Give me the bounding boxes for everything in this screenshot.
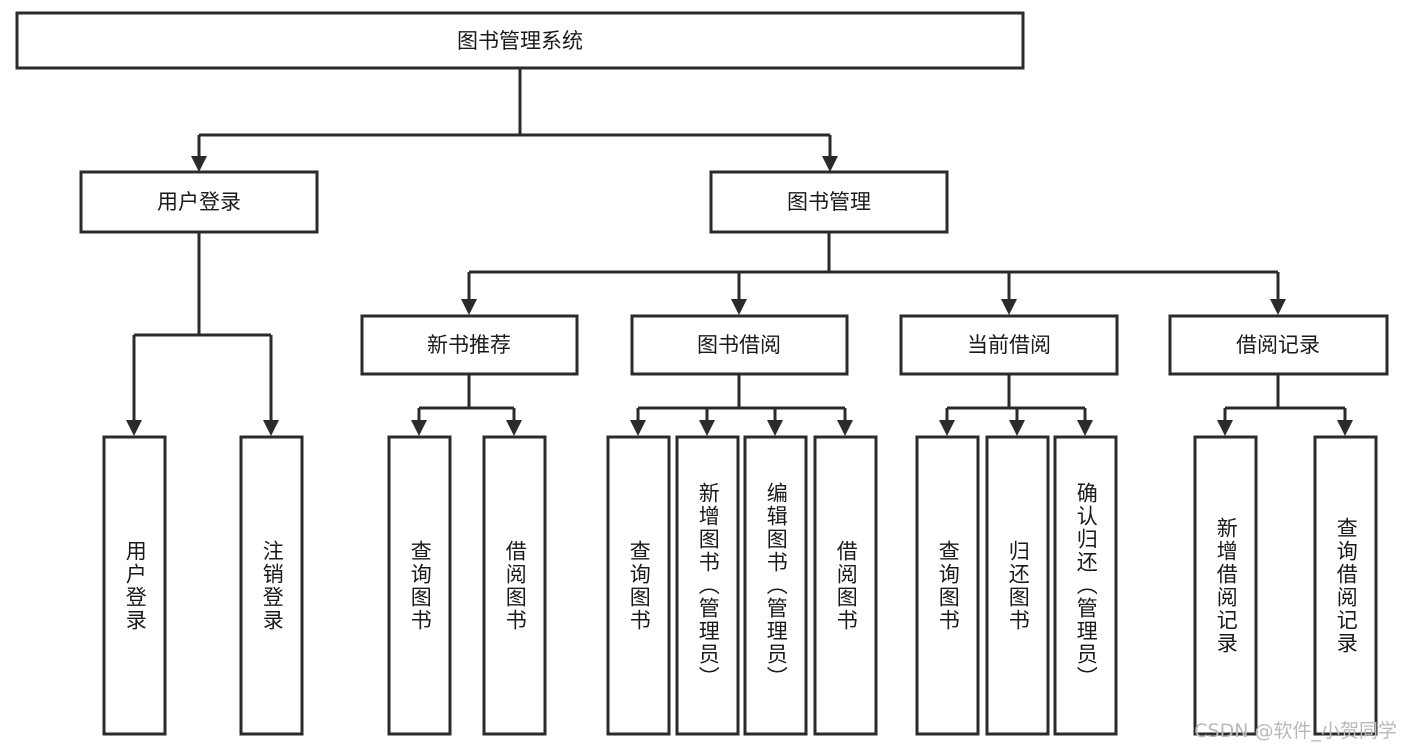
arrow-icon [939,420,955,436]
leaf-logout-box[interactable] [239,435,304,736]
node-book-borrow[interactable]: 图书借阅 [630,314,849,376]
arrow-icon [1077,420,1093,436]
arrow-icon [1001,299,1017,315]
node-book-management-label: 图书管理 [787,190,871,214]
connector-borrow-record-to-leaves [1217,374,1353,436]
arrow-icon [837,420,853,436]
arrow-icon [191,156,207,172]
node-new-book-recommend-box[interactable] [360,314,579,376]
arrow-icon [822,156,838,172]
arrow-icon [126,420,142,436]
leaf-add-book-box[interactable] [675,435,740,736]
node-new-book-recommend[interactable]: 新书推荐 [360,314,579,376]
arrow-icon [1337,420,1353,436]
leaf-edit-book-box[interactable] [743,435,808,736]
node-borrow-record-label: 借阅记录 [1236,333,1320,357]
leaf-user-login-box[interactable] [102,435,167,736]
arrow-icon [630,420,646,436]
connector-book-management-to-level3 [461,232,1286,315]
node-root[interactable]: 图书管理系统 [15,11,1025,70]
arrow-icon [263,420,279,436]
connector-new-book-recommend-to-leaves [411,374,522,436]
node-root-box[interactable] [15,11,1025,70]
node-current-borrow-label: 当前借阅 [967,333,1051,357]
node-user-login-label: 用户登录 [157,190,241,214]
arrow-icon [461,299,477,315]
arrow-icon [1009,420,1025,436]
arrow-icon [699,420,715,436]
leaf-query-book-1-box[interactable] [387,435,452,736]
leaf-borrow-book-2-box[interactable] [813,435,878,736]
arrow-icon [506,420,522,436]
connector-user-login-to-leaves [126,232,279,436]
leaf-boxes [102,435,1378,736]
arrow-icon [731,299,747,315]
node-new-book-recommend-label: 新书推荐 [427,333,511,357]
leaf-query-book-2-box[interactable] [606,435,671,736]
connector-current-borrow-to-leaves [939,374,1093,436]
leaf-query-book-3-box[interactable] [915,435,980,736]
node-root-label: 图书管理系统 [457,29,583,53]
node-book-borrow-label: 图书借阅 [697,333,781,357]
csdn-watermark: CSDN @软件_小贺同学 [1194,720,1397,742]
node-current-borrow[interactable]: 当前借阅 [899,314,1119,376]
arrow-icon [411,420,427,436]
leaf-add-record-box[interactable] [1193,435,1258,736]
arrow-icon [1217,420,1233,436]
node-current-borrow-box[interactable] [899,314,1119,376]
node-user-login[interactable]: 用户登录 [79,170,319,234]
node-book-management[interactable]: 图书管理 [709,170,949,234]
leaf-query-record-box[interactable] [1313,435,1378,736]
node-borrow-record[interactable]: 借阅记录 [1168,314,1389,376]
arrow-icon [1270,299,1286,315]
leaf-confirm-return-box[interactable] [1053,435,1118,736]
node-user-login-box[interactable] [79,170,319,234]
connector-book-borrow-to-leaves [630,374,853,436]
leaf-borrow-book-1-box[interactable] [482,435,547,736]
connector-root-to-level2 [191,68,838,172]
leaf-return-book-box[interactable] [985,435,1050,736]
arrow-icon [767,420,783,436]
